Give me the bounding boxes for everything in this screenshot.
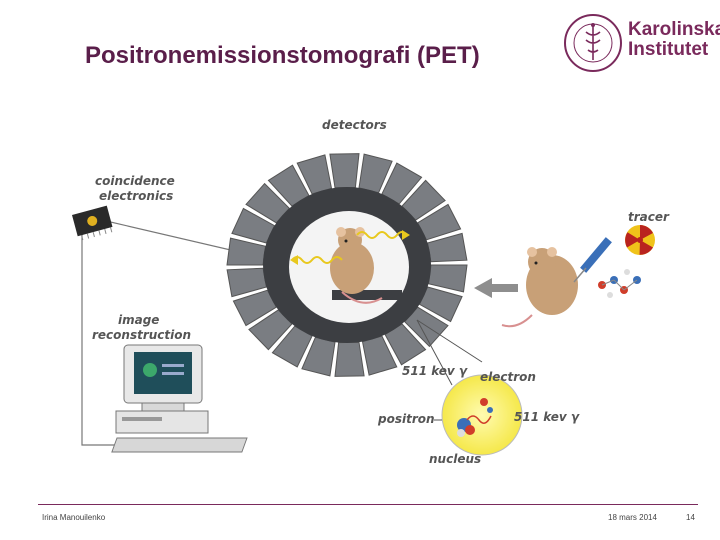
annihilation-inset [434,374,523,456]
label-511-kev-top: 511 kev γ [402,364,468,378]
logo-line-2: Institutet [628,39,709,60]
seal-icon [564,14,622,72]
slide-title: Positronemissionstomografi (PET) [85,42,480,69]
detector-block [401,179,446,221]
scanner-bed [332,290,402,300]
pet-diagram-drawing [72,153,655,456]
insert-arrow [474,278,518,298]
label-positron: positron [378,412,435,426]
detector-block [404,306,449,348]
detector-block [245,182,290,224]
label-image: image [118,313,160,327]
logo-line-1: Karolinska [628,19,720,40]
label-reconstruction: reconstruction [92,328,192,342]
zoom-lines [416,319,483,386]
detector-block [248,309,293,351]
label-electron: electron [480,370,536,384]
detector-block [232,289,277,327]
label-511-kev-right: 511 kev γ [514,410,580,424]
detector-block [334,341,365,377]
tracer-molecule-icon [598,269,641,298]
detector-block [296,154,333,195]
detector-block [301,336,336,377]
label-coincidence: coincidence [95,174,175,188]
label-detectors: detectors [322,118,387,132]
detector-block [329,153,360,189]
detector-block [226,237,267,266]
mouse-in-scanner-icon [330,227,383,304]
computer-icon [111,344,248,453]
pet-diagram: detectors coincidence electronics image … [62,100,672,490]
radiation-symbol-icon [625,225,655,255]
footer-page-number: 14 [686,513,695,522]
gamma-photons [290,230,410,265]
detector-block [427,264,468,293]
detector-block [361,335,398,376]
syringe-icon [573,237,612,283]
karolinska-logo: Karolinska Institutet [560,10,720,76]
detector-block [358,153,393,194]
footer-date: 18 mars 2014 [608,513,657,522]
footer-author: Irina Manouilenko [42,513,106,522]
mouse-with-tracer-icon [501,247,578,328]
label-tracer: tracer [628,210,669,224]
chip-icon [72,205,113,241]
label-electronics: electronics [99,189,174,203]
detector-block [417,203,462,241]
label-nucleus: nucleus [429,452,482,466]
footer-divider [38,504,698,505]
